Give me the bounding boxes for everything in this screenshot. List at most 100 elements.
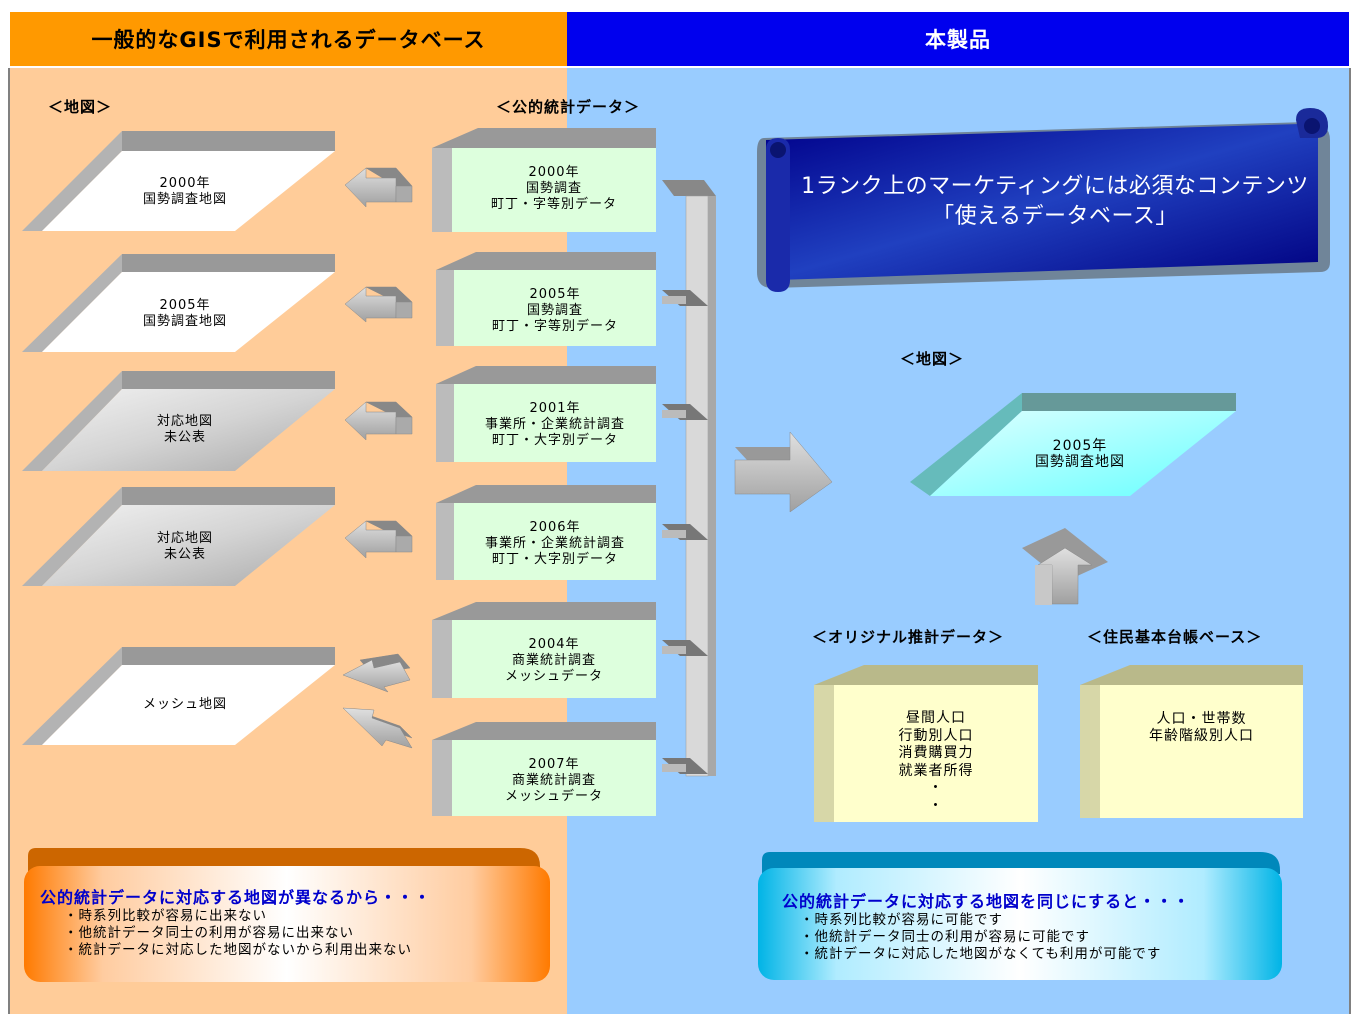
resident-item: 年齢階級別人口	[1149, 728, 1254, 744]
product-map-text: 2005年 国勢調査地図	[1005, 434, 1155, 474]
stat-text-2004: 2004年 商業統計調査 メッシュデータ	[452, 634, 656, 688]
label-resident-register: ＜住民基本台帳ベース＞	[1087, 628, 1263, 646]
map-year: 2000年	[159, 176, 211, 191]
map-title: メッシュ地図	[142, 697, 227, 712]
big-right-arrow	[734, 431, 833, 513]
note-left: 公的統計データに対応する地図が異なるから・・・ ・時系列比較が容易に出来ない ・…	[40, 884, 431, 959]
note-right-line: ・統計データに対応した地図がなくても利用が可能です	[800, 946, 1162, 962]
note-right: 公的統計データに対応する地図を同じにすると・・・ ・時系列比較が容易に可能です …	[782, 888, 1190, 963]
product-map-shape	[910, 393, 1236, 496]
map-text-unpublished-2: 対応地図 未公表	[110, 527, 260, 567]
scroll-line-2: 「使えるデータベース」	[932, 204, 1178, 229]
map-title: 国勢調査地図	[142, 192, 227, 207]
original-ellipsis: ・	[928, 797, 944, 814]
header-this-product: 本製品	[567, 12, 1349, 66]
stat-granularity: メッシュデータ	[504, 789, 603, 804]
note-left-line: ・時系列比較が容易に出来ない	[64, 908, 267, 924]
scroll-banner	[757, 108, 1330, 292]
map-text-2000: 2000年 国勢調査地図	[110, 172, 260, 212]
map-shape-2000	[22, 131, 335, 231]
collector-bracket	[662, 180, 716, 777]
stat-granularity: 町丁・字等別データ	[490, 197, 617, 212]
stat-year: 2007年	[528, 757, 580, 772]
stat-survey: 商業統計調査	[511, 653, 596, 668]
right-edge-line	[1349, 68, 1351, 1014]
arrow-left-1	[344, 167, 413, 208]
stat-survey: 事業所・企業統計調査	[484, 417, 625, 432]
stat-survey: 国勢調査	[525, 181, 582, 196]
map-shape-mesh	[22, 647, 335, 745]
stat-text-2001: 2001年 事業所・企業統計調査 町丁・大字別データ	[454, 398, 656, 452]
map-shape-2005	[22, 254, 335, 352]
stat-survey: 事業所・企業統計調査	[484, 536, 625, 551]
header-general-gis: 一般的なGISで利用されるデータベース	[10, 12, 567, 66]
map-text-unpublished-1: 対応地図 未公表	[110, 410, 260, 450]
stat-box-2000	[432, 128, 656, 232]
map-shape-unpublished-2	[22, 487, 335, 586]
stat-box-2004	[432, 602, 656, 698]
stat-granularity: 町丁・大字別データ	[491, 552, 618, 567]
map-status: 未公表	[163, 430, 206, 445]
stat-box-2007	[432, 722, 656, 816]
resident-item: 人口・世帯数	[1156, 710, 1247, 727]
stat-box-2006	[436, 485, 656, 580]
left-edge-line	[8, 68, 10, 1014]
map-text-mesh: メッシュ地図	[110, 695, 260, 715]
original-ellipsis: ・	[928, 780, 944, 796]
stat-survey: 国勢調査	[526, 303, 583, 318]
note-right-title: 公的統計データに対応する地図を同じにすると・・・	[782, 892, 1191, 911]
stat-text-2006: 2006年 事業所・企業統計調査 町丁・大字別データ	[454, 517, 656, 571]
original-item: 昼間人口	[906, 710, 966, 726]
label-map-product: ＜地図＞	[900, 350, 965, 368]
label-original-estimate: ＜オリジナル推計データ＞	[812, 628, 1005, 646]
stat-granularity: メッシュデータ	[504, 669, 603, 684]
stat-box-2001	[436, 366, 656, 462]
note-left-title: 公的統計データに対応する地図が異なるから・・・	[40, 888, 432, 907]
stat-text-2005: 2005年 国勢調査 町丁・字等別データ	[454, 284, 656, 338]
resident-data-box-shape	[1080, 665, 1303, 818]
stat-text-2007: 2007年 商業統計調査 メッシュデータ	[452, 754, 656, 808]
note-right-line: ・他統計データ同士の利用が容易に可能です	[800, 929, 1090, 945]
product-map-year: 2005年	[1052, 438, 1108, 454]
arrow-left-4	[344, 520, 413, 559]
original-item: 行動別人口	[898, 727, 974, 744]
map-status: 未公表	[163, 547, 206, 562]
map-shape-unpublished-1	[22, 371, 335, 471]
stat-text-2000: 2000年 国勢調査 町丁・字等別データ	[452, 162, 656, 216]
label-public-stats: ＜公的統計データ＞	[496, 98, 641, 116]
note-right-line: ・時系列比較が容易に可能です	[800, 912, 1003, 928]
note-left-line: ・統計データに対応した地図がないから利用出来ない	[64, 942, 412, 958]
original-item: 消費購買力	[898, 745, 974, 761]
original-data-text: 昼間人口 行動別人口 消費購買力 就業者所得 ・ ・	[834, 710, 1038, 816]
scroll-line-1: 1ランク上のマーケティングには必須なコンテンツ	[801, 174, 1309, 199]
stat-year: 2001年	[529, 401, 581, 416]
map-title: 国勢調査地図	[142, 314, 227, 329]
stat-granularity: 町丁・字等別データ	[491, 319, 618, 334]
resident-data-text: 人口・世帯数 年齢階級別人口	[1100, 708, 1303, 748]
arrow-left-3	[344, 401, 413, 441]
map-year: 2005年	[159, 298, 211, 313]
product-map-title: 国勢調査地図	[1035, 454, 1125, 470]
scroll-banner-text: 1ランク上のマーケティングには必須なコンテンツ 「使えるデータベース」	[790, 172, 1320, 232]
label-map: ＜地図＞	[48, 98, 113, 116]
note-left-line: ・他統計データ同士の利用が容易に出来ない	[64, 925, 354, 941]
arrow-left-2	[344, 286, 413, 323]
note-right-shape	[758, 852, 1282, 980]
stat-year: 2000年	[528, 165, 580, 180]
original-data-box-shape	[814, 665, 1038, 822]
note-left-shape	[24, 848, 550, 982]
map-text-2005: 2005年 国勢調査地図	[110, 294, 260, 334]
stat-box-2005	[436, 252, 656, 346]
arrow-diag-up	[342, 653, 411, 693]
stat-year: 2006年	[529, 520, 581, 535]
stat-survey: 商業統計調査	[511, 773, 596, 788]
map-title: 対応地図	[156, 531, 213, 546]
stat-granularity: 町丁・大字別データ	[491, 433, 618, 448]
stat-year: 2004年	[528, 637, 580, 652]
up-arrow	[1022, 528, 1108, 605]
stat-year: 2005年	[529, 287, 581, 302]
map-title: 対応地図	[156, 414, 213, 429]
arrow-diag-down	[342, 707, 413, 749]
